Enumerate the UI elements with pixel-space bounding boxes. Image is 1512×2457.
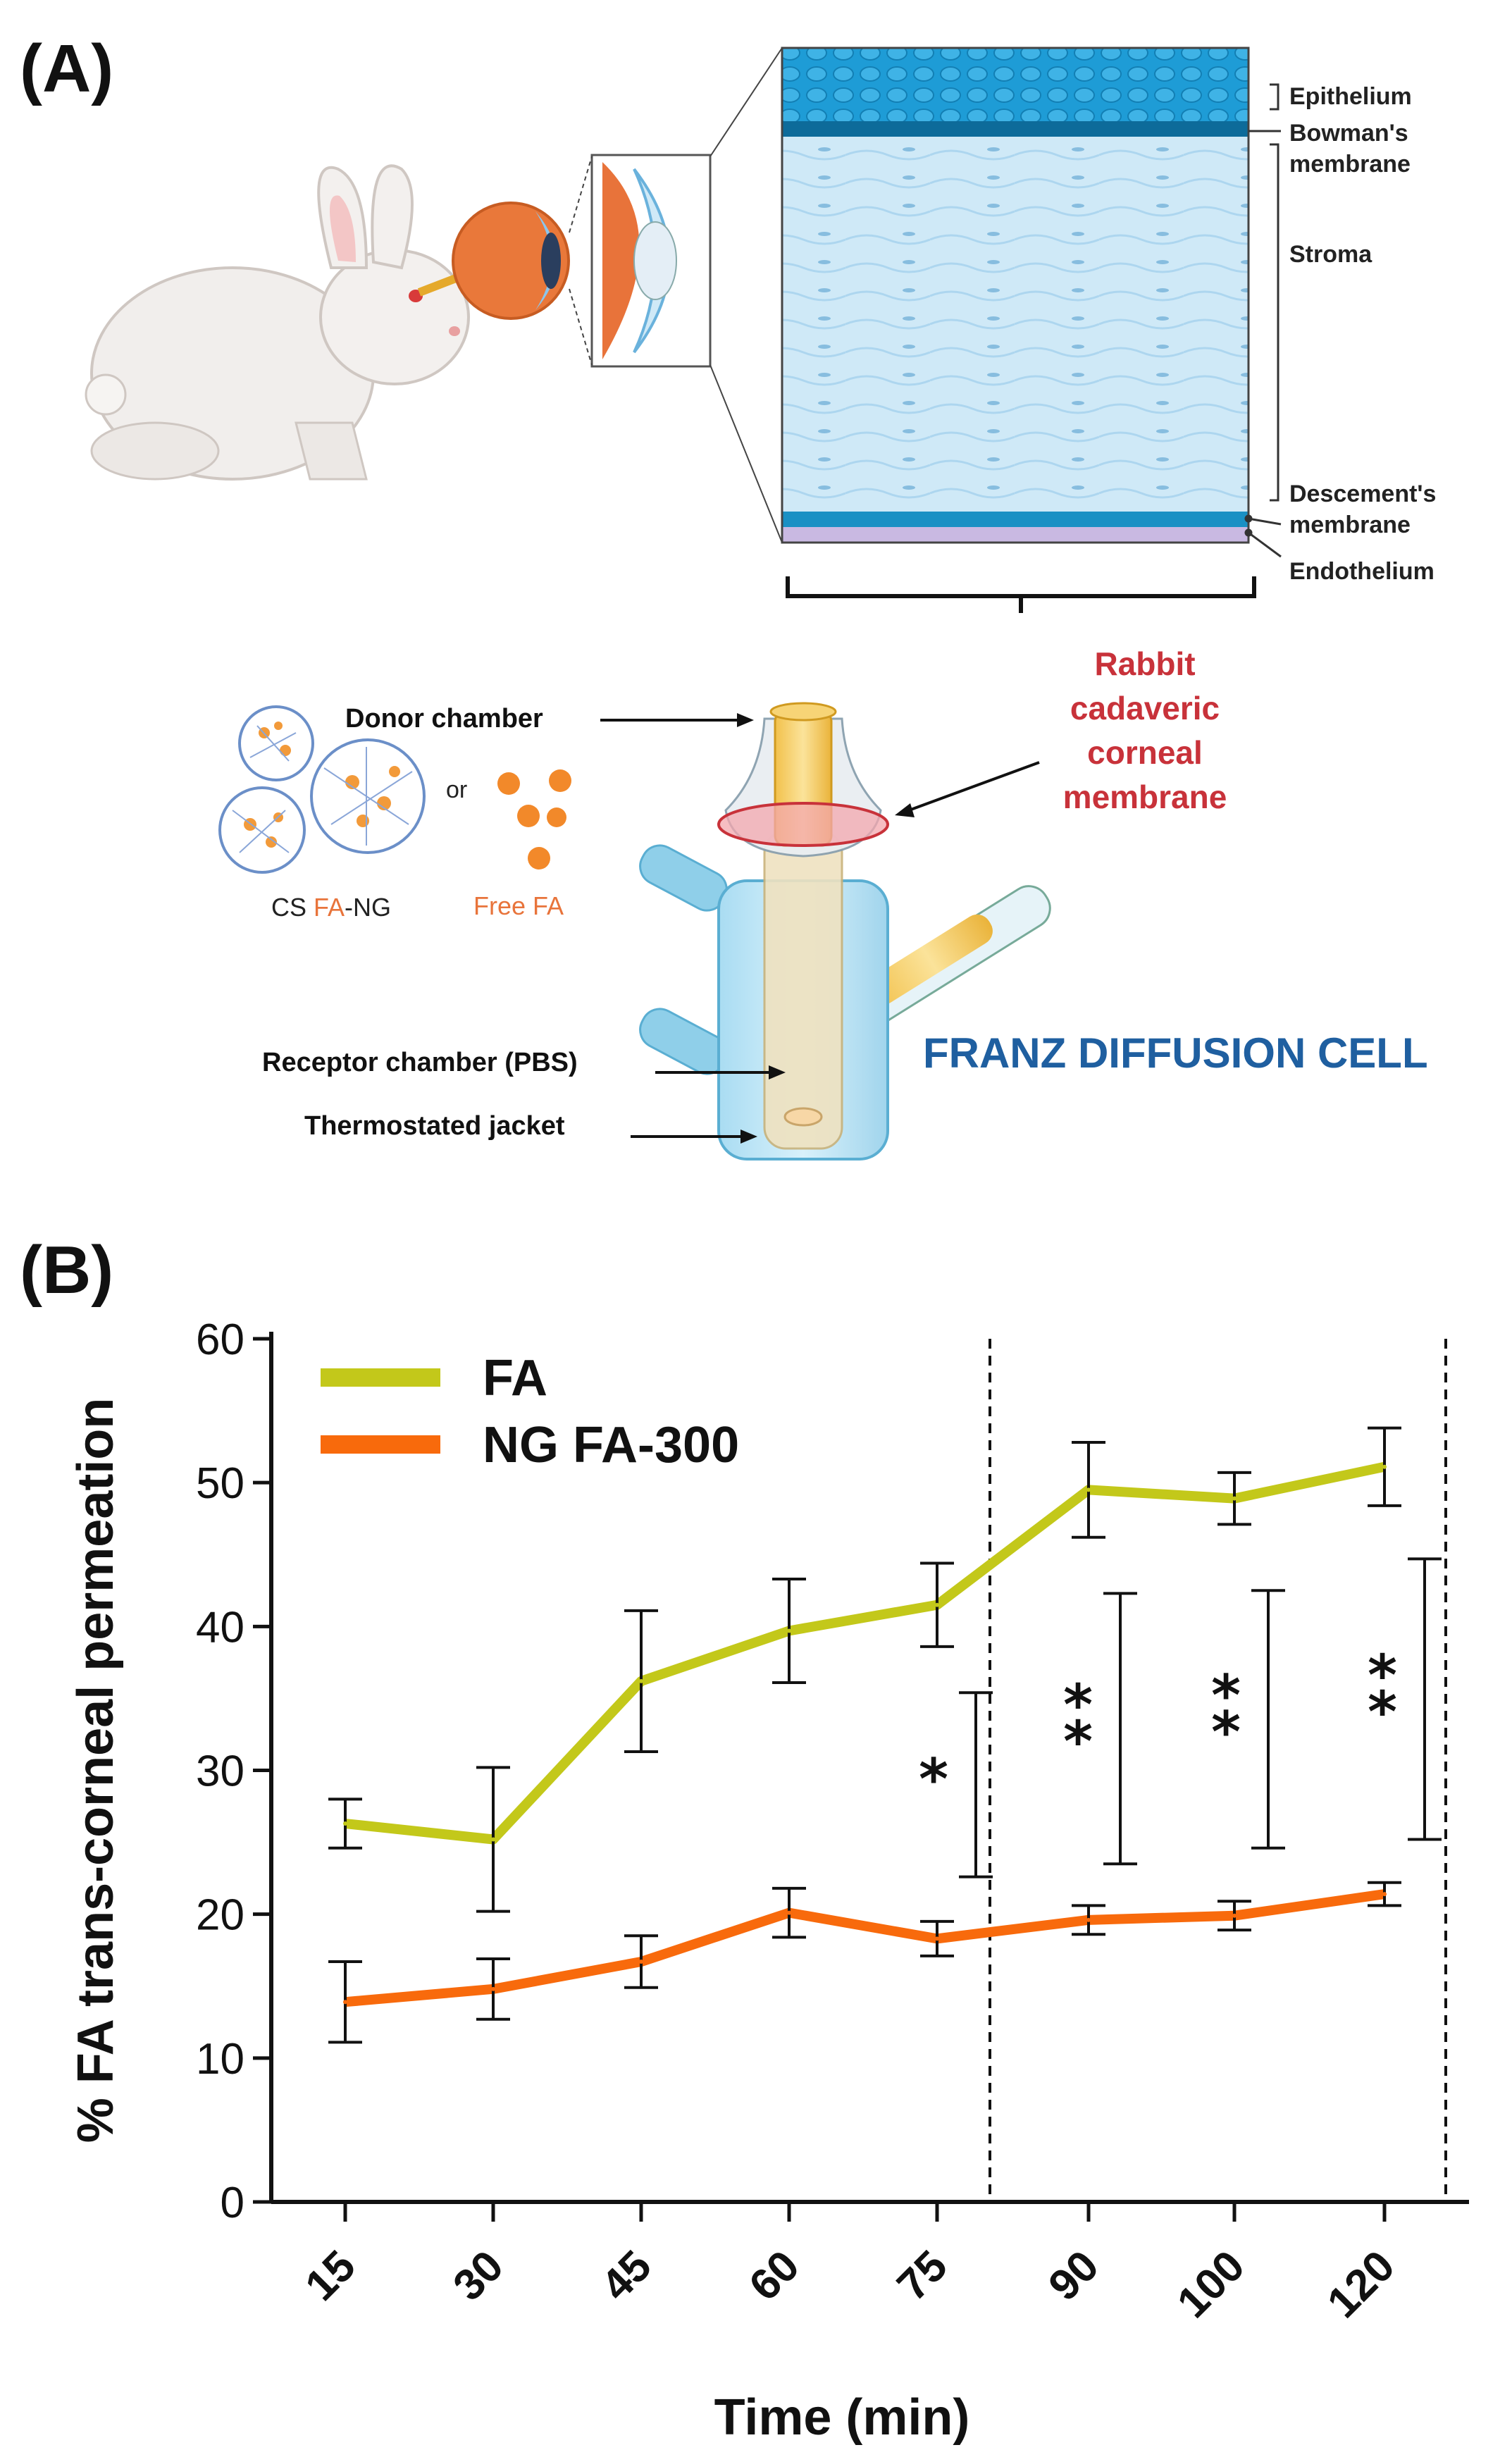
x-tick-label: 75 (888, 2241, 957, 2310)
corneal-membrane-disc (717, 802, 889, 847)
data-point (1086, 1917, 1091, 1922)
significance-marker: * (919, 1747, 948, 1812)
or-text: or (446, 776, 467, 803)
data-point (787, 1628, 791, 1633)
significance-marker: * (1063, 1709, 1093, 1774)
y-tick-label: 20 (196, 1891, 244, 1940)
cornea-cross-section (781, 47, 1250, 544)
significance-marker: * (1368, 1679, 1397, 1745)
panel-b: (B) 0 10 20 30 40 50 60 15 30 45 60 75 90 100 120Time … (20, 1232, 1469, 2446)
data-point (787, 1910, 791, 1915)
significance-marker: * (1211, 1700, 1241, 1765)
data-point (491, 1986, 495, 1991)
free-fa-label: Free FA (473, 891, 564, 920)
significance-marker: * (1368, 1642, 1397, 1708)
descemets-layer (782, 512, 1248, 527)
data-point (1382, 1464, 1387, 1469)
data-point (935, 1602, 939, 1607)
legend-label: NG FA-300 (483, 1417, 739, 1473)
x-tick-label: 60 (740, 2241, 809, 2310)
free-fa-particles (497, 769, 571, 869)
data-point (935, 1936, 939, 1941)
thermostated-jacket-label: Thermostated jacket (304, 1111, 565, 1141)
epithelium-layer (782, 48, 1248, 121)
franz-cell-illustration (639, 702, 1051, 1161)
eyeball-illustration (417, 202, 570, 320)
data-point (343, 2000, 347, 2005)
data-point (1382, 1892, 1387, 1897)
data-point (639, 1960, 643, 1964)
y-tick-label: 60 (196, 1316, 244, 1364)
data-point (1086, 1487, 1091, 1492)
endothelium-layer (782, 527, 1248, 543)
panel-b-label: (B) (20, 1232, 113, 1308)
y-tick-label: 10 (196, 2035, 244, 2084)
x-tick-label: 120 (1318, 2241, 1404, 2327)
y-axis-label: % FA trans-corneal permeation (68, 1398, 124, 2143)
rabbit-illustration (85, 164, 470, 481)
panel-a-label: (A) (20, 31, 113, 106)
x-tick-label: 45 (592, 2241, 661, 2310)
layer-brackets (1244, 83, 1282, 558)
significance-marker: * (1211, 1663, 1241, 1728)
x-tick-label: 30 (444, 2241, 513, 2310)
donor-chamber-label: Donor chamber (345, 704, 543, 734)
data-point (639, 1678, 643, 1683)
bowmans-layer (782, 121, 1248, 137)
data-point (491, 1837, 495, 1842)
label-stroma: Stroma (1289, 241, 1372, 268)
series-line-ng-fa-300 (345, 1889, 1385, 2007)
x-axis-label: Time (min) (714, 2389, 970, 2446)
nanogel-particles (218, 705, 426, 874)
cornea-section-illustration (602, 162, 677, 359)
significance-marker: * (1063, 1672, 1093, 1738)
x-tick-label: 100 (1168, 2241, 1254, 2327)
receptor-chamber-label: Receptor chamber (PBS) (262, 1048, 578, 1077)
series-line-fa (345, 1461, 1386, 1845)
franz-title: FRANZ DIFFUSION CELL (923, 1029, 1428, 1077)
x-tick-label: 90 (1039, 2241, 1108, 2310)
label-epithelium: Epithelium (1289, 83, 1412, 110)
data-point (343, 1821, 347, 1826)
label-endothelium: Endothelium (1289, 558, 1434, 585)
cs-fa-ng-label: CS FA-NG (271, 893, 391, 922)
y-tick-label: 50 (196, 1459, 244, 1508)
y-tick-label: 30 (196, 1747, 244, 1796)
cornea-bracket (786, 576, 1256, 613)
legend-label: FA (483, 1350, 547, 1406)
data-point (1232, 1913, 1237, 1918)
y-tick-label: 40 (196, 1603, 244, 1652)
panel-a: (A) (20, 31, 1436, 1161)
y-tick-label: 0 (221, 2179, 244, 2227)
x-tick-label: 15 (296, 2241, 365, 2310)
data-point (1232, 1496, 1237, 1501)
